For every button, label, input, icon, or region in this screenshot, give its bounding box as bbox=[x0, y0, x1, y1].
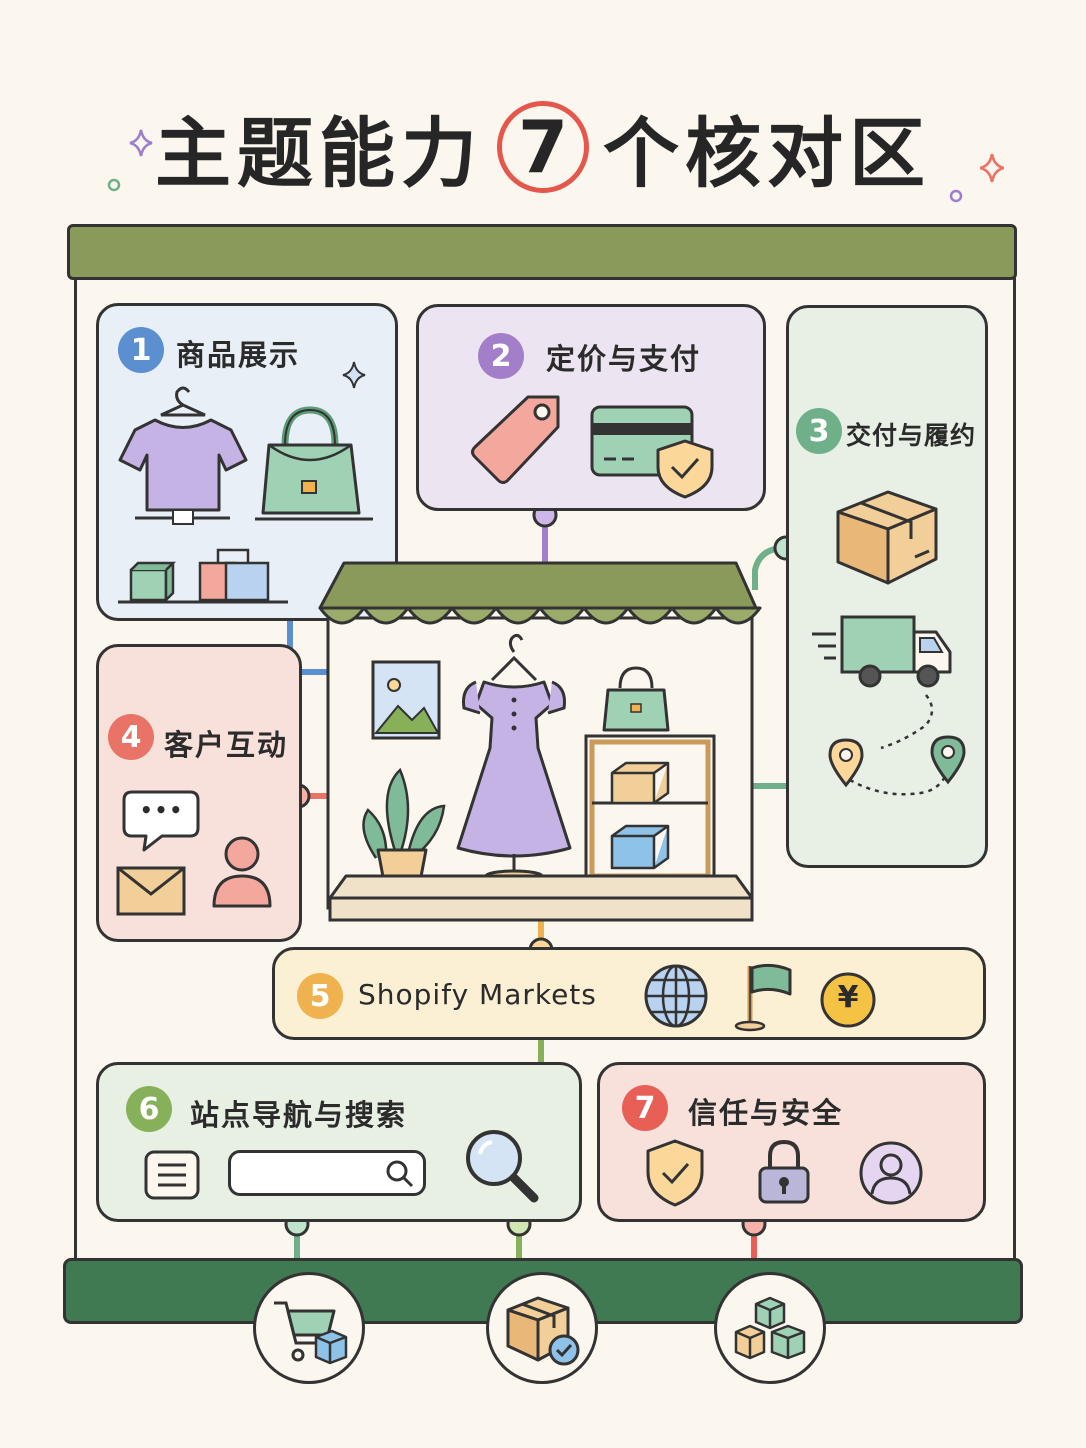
handbag-icon bbox=[255, 406, 373, 521]
label-pricing-payment: 定价与支付 bbox=[546, 342, 702, 376]
user-avatar-icon bbox=[212, 836, 272, 908]
stacked-cubes-icon bbox=[734, 1296, 806, 1360]
globe-icon bbox=[644, 964, 708, 1028]
badge-7: 7 bbox=[622, 1085, 668, 1131]
sparkle-icon bbox=[342, 361, 366, 389]
sparkle-icon bbox=[979, 153, 1005, 183]
search-icon[interactable] bbox=[384, 1158, 416, 1190]
menu-icon bbox=[144, 1150, 200, 1200]
delivery-truck-icon bbox=[812, 615, 952, 688]
tshirt-icon bbox=[118, 386, 248, 525]
badge-6: 6 bbox=[126, 1086, 172, 1132]
sparkle-icon bbox=[129, 129, 153, 157]
route-pin-icon bbox=[828, 694, 966, 796]
yen-coin-icon bbox=[820, 972, 876, 1028]
chat-bubble-icon bbox=[122, 790, 200, 852]
package-box-icon bbox=[836, 490, 938, 585]
top-bar bbox=[67, 224, 1017, 280]
title-suffix: 个核对区 bbox=[603, 109, 931, 198]
magnifier-icon bbox=[466, 1130, 539, 1203]
user-profile-icon bbox=[859, 1141, 923, 1205]
lock-icon bbox=[758, 1139, 810, 1204]
chat-dots: ••• bbox=[139, 798, 185, 822]
price-tag-icon bbox=[471, 395, 560, 484]
label-customer-interaction: 客户互动 bbox=[164, 728, 289, 762]
dot-icon bbox=[949, 189, 963, 203]
badge-5: 5 bbox=[297, 973, 343, 1019]
label-trust-security: 信任与安全 bbox=[688, 1096, 844, 1130]
shield-check-icon bbox=[646, 1139, 704, 1207]
envelope-icon bbox=[116, 866, 186, 916]
flag-icon bbox=[734, 963, 792, 1032]
yen-symbol: ¥ bbox=[837, 980, 859, 1015]
boxes-shelf-icon bbox=[118, 548, 288, 604]
title-number: 7 bbox=[497, 101, 589, 193]
badge-3: 3 bbox=[796, 408, 842, 454]
label-delivery-fulfillment: 交付与履约 bbox=[846, 421, 977, 450]
badge-1: 1 bbox=[118, 327, 164, 373]
credit-card-icon bbox=[590, 405, 714, 499]
label-product-display: 商品展示 bbox=[176, 338, 301, 372]
shopping-cart-icon bbox=[274, 1301, 348, 1365]
storefront-illustration bbox=[318, 561, 762, 922]
label-shopify-markets: Shopify Markets bbox=[358, 978, 597, 1011]
badge-2: 2 bbox=[478, 333, 524, 379]
search-input[interactable] bbox=[228, 1150, 426, 1196]
page-title: 主题能力 7 个核对区 bbox=[0, 92, 1086, 202]
box-verified-icon bbox=[506, 1296, 580, 1366]
dot-icon bbox=[107, 178, 121, 192]
label-navigation-search: 站点导航与搜索 bbox=[190, 1098, 408, 1132]
title-prefix: 主题能力 bbox=[155, 109, 483, 198]
badge-4: 4 bbox=[108, 714, 154, 760]
